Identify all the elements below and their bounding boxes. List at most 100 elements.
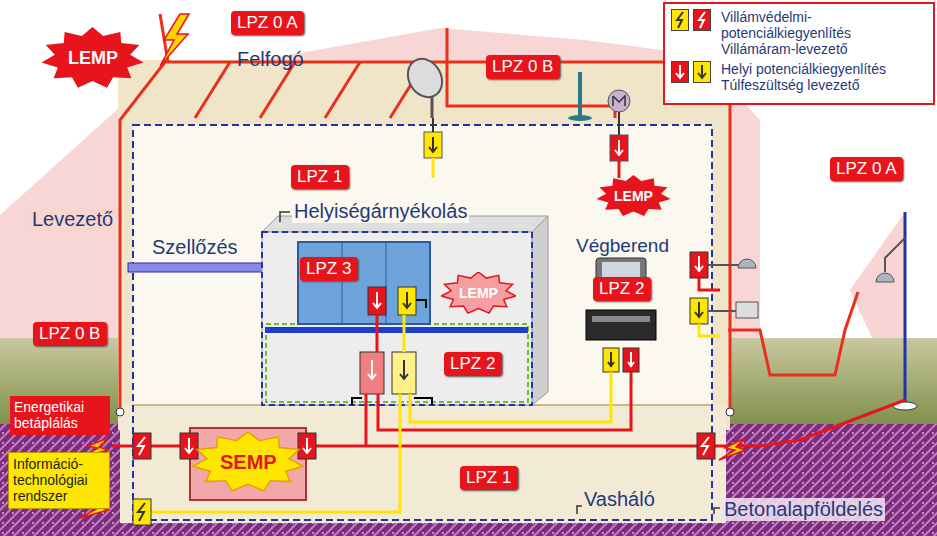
power-wiring-part	[376, 315, 379, 352]
shielded-room-part	[416, 300, 426, 308]
shielded-room-part	[532, 216, 548, 405]
lightning-conductor-part	[195, 62, 230, 118]
wall-arresters-part	[690, 298, 708, 324]
legend-glyph-stroke	[677, 12, 683, 28]
power-wiring-part	[378, 372, 631, 430]
distribution-box-part	[352, 398, 362, 405]
leader-brackets-part	[577, 506, 582, 514]
region-label: Levezető	[30, 208, 115, 231]
terminal-part	[608, 352, 614, 366]
strike-bolts-part	[160, 14, 189, 66]
zone-tag: LPZ 0 B	[33, 322, 107, 346]
distribution-box-part	[400, 360, 408, 379]
leader-brackets	[280, 212, 720, 514]
motor	[608, 90, 630, 178]
building	[118, 60, 730, 523]
legend-glyph-stroke	[676, 65, 684, 78]
legend-glyph	[672, 10, 688, 30]
antenna-dish	[401, 53, 449, 178]
power-wiring-part	[699, 278, 720, 290]
zone-tag: LPZ 3	[300, 257, 358, 281]
transformer-part	[303, 438, 311, 453]
wall-arresters	[690, 252, 758, 324]
motor-part	[610, 135, 628, 161]
street-lamp-part	[876, 273, 894, 282]
shielded-room-part	[262, 232, 532, 405]
entry-arresters-part	[697, 433, 715, 459]
lightning-conductor-part	[120, 62, 730, 412]
zone-tag: LPZ 2	[444, 352, 502, 376]
node-text: Információ-technológiai rendszer	[13, 456, 105, 504]
strike-bolts-part	[719, 438, 745, 460]
node-text: LEMP	[68, 48, 118, 69]
shielded-room-part	[298, 242, 430, 324]
building-part	[118, 60, 730, 430]
transformer-part	[180, 433, 198, 459]
terminal-part	[623, 348, 639, 372]
transformer-part	[298, 433, 316, 459]
power-wiring	[112, 278, 905, 512]
node-text: LPZ 0 A	[237, 13, 298, 33]
zone-tag: LPZ 0 B	[486, 55, 560, 79]
burst-outline	[193, 432, 304, 491]
legend-row: Helyi potenciálkiegyenlítés Túlfeszültsé…	[671, 61, 927, 93]
legend-glyph-stroke	[699, 12, 705, 28]
antenna-dish-part	[401, 53, 449, 104]
wall-arresters-part	[695, 256, 703, 271]
shielded-room-part	[403, 292, 411, 308]
transformer-part	[185, 438, 193, 453]
node-text: LPZ 3	[306, 259, 352, 279]
wall-arresters-part	[695, 302, 703, 317]
node-text: LEMP	[459, 285, 498, 301]
legend-symbol	[671, 61, 689, 83]
street-lamp	[876, 212, 917, 410]
terminal-part	[603, 348, 619, 372]
lightning-conductor-part	[728, 292, 858, 375]
burst-label: LEMP	[596, 175, 671, 217]
region-label: Szellőzés	[152, 236, 238, 259]
burst-outline	[42, 27, 144, 88]
legend-row: Villámvédelmi-potenciálkiegyenlítés Vill…	[671, 9, 927, 57]
legend-symbol	[671, 9, 689, 31]
legend-swatch	[693, 61, 711, 83]
leader-brackets-part	[280, 212, 290, 222]
source-box: Információ-technológiai rendszer	[8, 452, 110, 509]
region-label: Helyiségárnyékolás	[292, 200, 469, 223]
region-label: Felfogó	[237, 48, 304, 71]
terminal	[586, 258, 656, 372]
transformer	[180, 428, 316, 500]
earth-terminal	[116, 408, 734, 416]
zone-tag: LPZ 0 A	[830, 157, 903, 181]
node-text: Energetikai betáplálás	[14, 399, 106, 431]
region-label: Végberend	[576, 235, 669, 257]
power-wiring-part	[151, 445, 180, 448]
terminal-part	[592, 316, 650, 322]
node-text: LPZ 2	[450, 354, 496, 374]
power-wiring-part	[365, 394, 368, 446]
power-wiring-part	[151, 394, 400, 512]
legend-swatch	[693, 9, 711, 31]
antenna-dish-part	[432, 118, 434, 132]
entry-arresters-part	[133, 433, 151, 459]
wall-arresters-part	[736, 302, 758, 318]
burst-label: LEMP	[41, 27, 144, 89]
motor-part	[618, 161, 621, 178]
burst-outline	[596, 175, 670, 216]
transformer-part	[190, 428, 306, 500]
power-wiring-part	[699, 324, 720, 336]
distribution-box-part	[414, 398, 432, 405]
region-label: Vasháló	[584, 488, 655, 511]
air-terminal-mast-part	[568, 115, 592, 121]
building-part	[133, 125, 712, 520]
legend-glyph	[694, 62, 710, 82]
zone-tag: LPZ 1	[291, 165, 349, 189]
wall-arresters-part	[738, 259, 756, 268]
lightning-conductor-part	[260, 62, 295, 118]
shielded-room	[262, 216, 548, 405]
legend-text: Villámvédelmi-potenciálkiegyenlítés Vill…	[721, 9, 921, 57]
burst-label: SEMP	[192, 432, 304, 492]
node-text: LEMP	[614, 188, 653, 204]
burst-outline	[441, 272, 515, 313]
power-wiring-part	[112, 445, 133, 448]
